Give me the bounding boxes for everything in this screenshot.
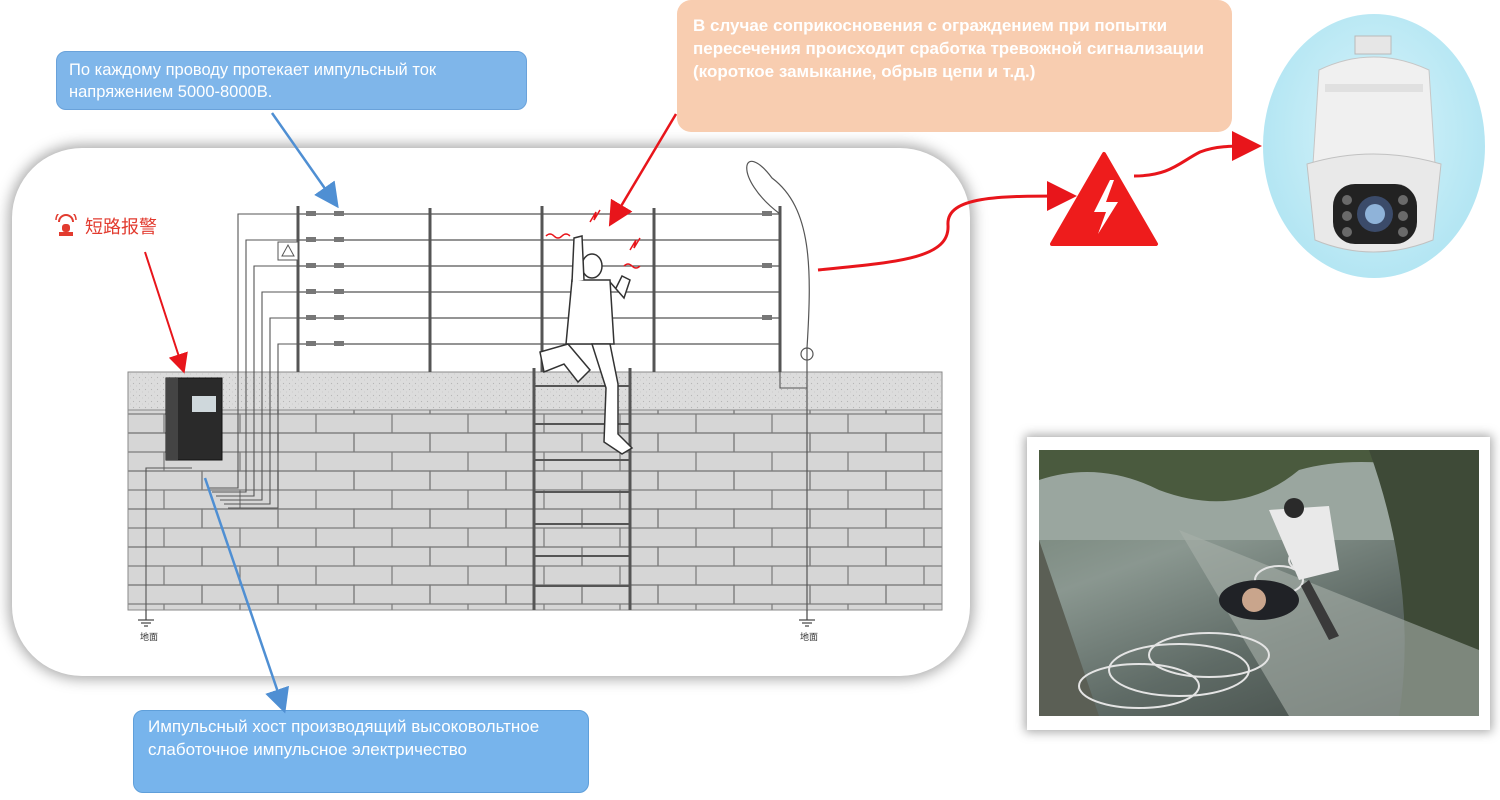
ptz-dome-camera-image [1263,14,1485,278]
ground-label-left: 地面 [140,633,159,643]
ground-label-right: 地面 [800,633,819,643]
high-voltage-warning-icon [1050,152,1158,246]
fence-scene-panel: 地面 地面 [12,148,970,676]
short-circuit-alarm-label: 短路报警 [55,213,157,239]
ptz-dome-camera [1306,35,1442,253]
photo-content [1039,450,1479,716]
pulse-host-callout: Импульсный хост производящий высоковольт… [133,710,589,793]
alarm-trigger-callout: В случае соприкосновения с ограждением п… [677,0,1232,132]
arrow-callout-to-wires [270,112,339,209]
intrusion-photo-frame [1027,437,1490,730]
arrow-alarm-to-controller [144,251,188,374]
intruders-crossing-razor-wire-photo [1039,450,1479,716]
fence-wall-illustration [127,160,943,627]
arrow-callout-to-climber [608,113,678,227]
arrow-controller-to-callout [203,477,289,714]
arrow-warning-to-camera [1133,131,1262,178]
alarm-label-text: 短路报警 [85,217,157,238]
wire-current-callout: По каждому проводу протекает импульсный … [56,51,527,110]
siren-icon [55,214,77,236]
arrow-fence-to-warning [817,181,1077,272]
